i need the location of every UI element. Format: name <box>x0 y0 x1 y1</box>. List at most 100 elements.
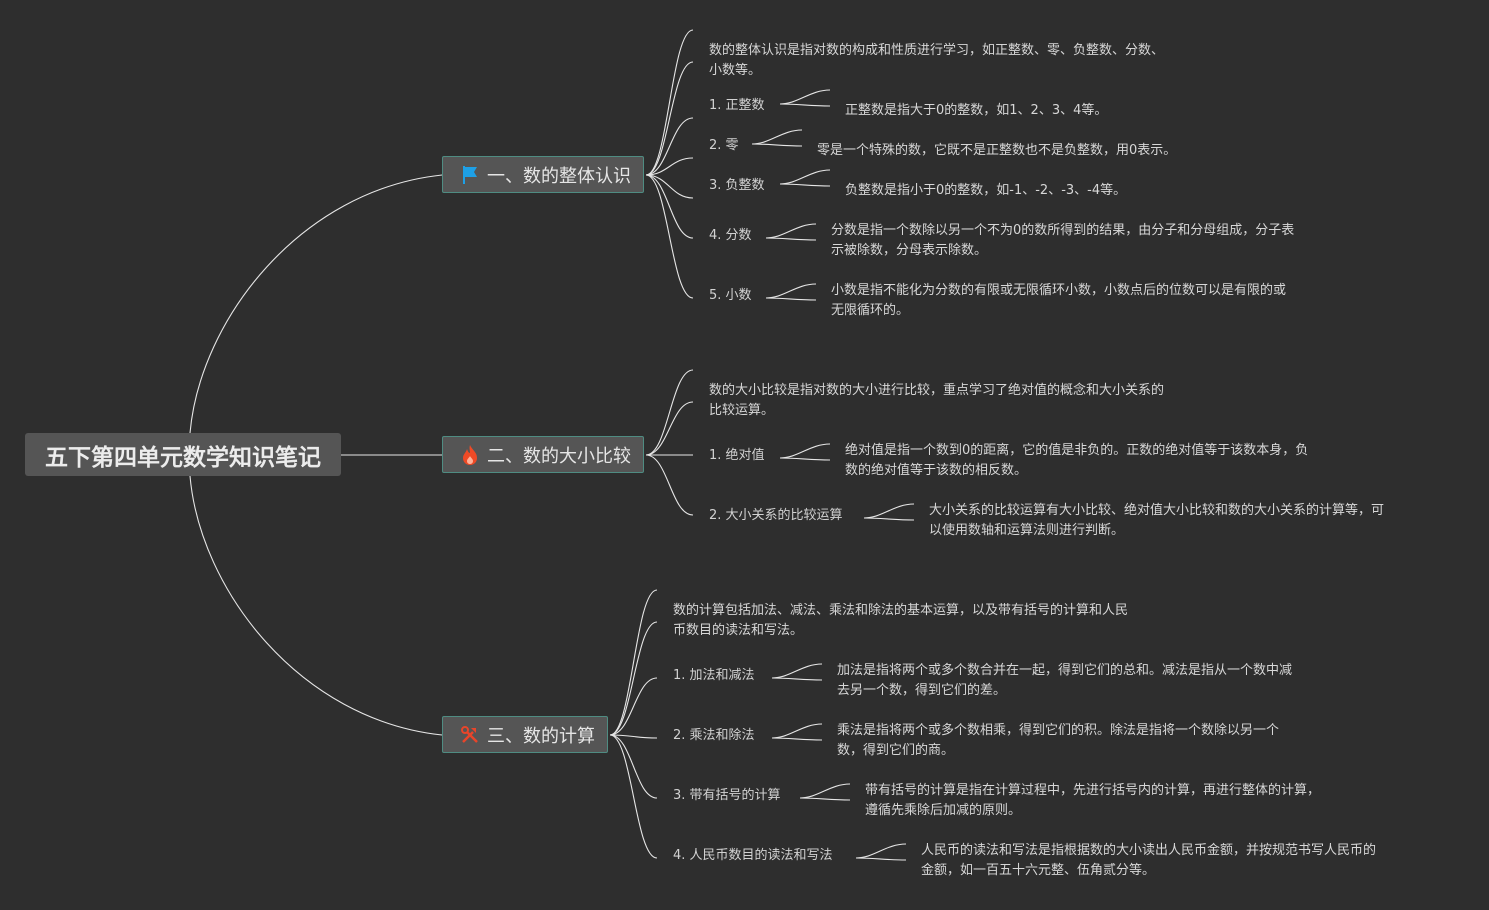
connector-b1-c3 <box>645 174 694 199</box>
connector-b2-intro <box>645 401 694 456</box>
subtopic-negative-integer[interactable]: 3. 负整数 <box>709 178 765 193</box>
subtopic-absolute-value[interactable]: 1. 绝对值 <box>709 448 765 463</box>
detail-line: 分数是指一个数除以另一个不为0的数所得到的结果，由分子和分母组成，分子表 <box>831 223 1295 238</box>
mini-b1-5-a <box>765 283 817 299</box>
mini-b3-4-b <box>855 857 907 861</box>
blue-flag-icon <box>459 164 481 186</box>
detail-line: 数的绝对值等于该数的相反数。 <box>845 463 1028 478</box>
connector-b3-c2 <box>609 734 658 739</box>
detail-line: 无限循环的。 <box>831 303 910 318</box>
subtopic-decimal[interactable]: 5. 小数 <box>709 288 752 303</box>
detail-line: 数，得到它们的商。 <box>837 743 955 758</box>
mini-b2-1-a <box>779 443 831 459</box>
detail-multiply-divide[interactable]: 乘法是指将两个或多个数相乘，得到它们的积。除法是指将一个数除以另一个 数，得到它… <box>837 721 1279 761</box>
mini-b1-2-b <box>751 143 803 147</box>
detail-line: 示被除数，分母表示除数。 <box>831 243 988 258</box>
branch-2-intro[interactable]: 数的大小比较是指对数的大小进行比较，重点学习了绝对值的概念和大小关系的 比较运算… <box>709 381 1164 421</box>
subtopic-multiply-divide[interactable]: 2. 乘法和除法 <box>673 728 755 743</box>
mini-b3-1-b <box>771 677 823 681</box>
root-topic[interactable]: 五下第四单元数学知识笔记 <box>25 433 341 476</box>
branch-topic-1[interactable]: 一、数的整体认识 <box>442 156 644 193</box>
detail-line: 绝对值是指一个数到0的距离，它的值是非负的。正数的绝对值等于该数本身，负 <box>845 443 1309 458</box>
branch-title-1: 一、数的整体认识 <box>487 165 631 187</box>
mini-b1-4-a <box>765 223 817 239</box>
connector-root-branch-1 <box>189 174 443 434</box>
connector-b1-c4 <box>645 174 694 239</box>
detail-parentheses[interactable]: 带有括号的计算是指在计算过程中，先进行括号内的计算，再进行整体的计算， 遵循先乘… <box>865 781 1320 821</box>
subtopic-comparison[interactable]: 2. 大小关系的比较运算 <box>709 508 843 523</box>
connector-b2-c2 <box>645 454 694 516</box>
detail-line: 大小关系的比较运算有大小比较、绝对值大小比较和数的大小关系的计算等，可 <box>929 503 1385 518</box>
subtopic-positive-integer[interactable]: 1. 正整数 <box>709 98 765 113</box>
mini-b1-3-b <box>779 183 831 187</box>
detail-line: 正整数是指大于0的整数，如1、2、3、4等。 <box>845 103 1108 118</box>
detail-add-subtract[interactable]: 加法是指将两个或多个数合并在一起，得到它们的总和。减法是指从一个数中减 去另一个… <box>837 661 1292 701</box>
branch-3-intro[interactable]: 数的计算包括加法、减法、乘法和除法的基本运算，以及带有括号的计算和人民 币数目的… <box>673 601 1128 641</box>
mini-b1-2-a <box>751 129 803 145</box>
detail-line: 以使用数轴和运算法则进行判断。 <box>929 523 1125 538</box>
subtopic-parentheses[interactable]: 3. 带有括号的计算 <box>673 788 781 803</box>
connector-b1-intro <box>645 61 694 176</box>
subtopic-fraction[interactable]: 4. 分数 <box>709 228 752 243</box>
mini-b1-5-b <box>765 297 817 301</box>
subtopic-rmb[interactable]: 4. 人民币数目的读法和写法 <box>673 848 833 863</box>
connector-b1-c2 <box>645 157 694 176</box>
mini-b3-3-a <box>799 783 851 799</box>
detail-line: 带有括号的计算是指在计算过程中，先进行括号内的计算，再进行整体的计算， <box>865 783 1321 798</box>
mini-b1-4-b <box>765 237 817 241</box>
mini-b3-4-a <box>855 843 907 859</box>
intro-line: 数的整体认识是指对数的构成和性质进行学习，如正整数、零、负整数、分数、 <box>709 43 1165 58</box>
connector-b1-c5 <box>645 174 694 299</box>
detail-zero[interactable]: 零是一个特殊的数，它既不是正整数也不是负整数，用0表示。 <box>817 141 1176 161</box>
connector-b2-intro-top <box>645 369 694 456</box>
mini-b2-1-b <box>779 457 831 461</box>
mini-b2-2-a <box>863 503 915 519</box>
detail-decimal[interactable]: 小数是指不能化为分数的有限或无限循环小数，小数点后的位数可以是有限的或 无限循环… <box>831 281 1286 321</box>
intro-line: 数的大小比较是指对数的大小进行比较，重点学习了绝对值的概念和大小关系的 <box>709 383 1165 398</box>
detail-comparison[interactable]: 大小关系的比较运算有大小比较、绝对值大小比较和数的大小关系的计算等，可 以使用数… <box>929 501 1384 541</box>
mini-b2-2-b <box>863 517 915 521</box>
detail-line: 乘法是指将两个或多个数相乘，得到它们的积。除法是指将一个数除以另一个 <box>837 723 1280 738</box>
intro-line: 数的计算包括加法、减法、乘法和除法的基本运算，以及带有括号的计算和人民 <box>673 603 1129 618</box>
mini-b1-1-a <box>779 89 831 105</box>
tools-icon <box>459 724 481 746</box>
branch-1-intro[interactable]: 数的整体认识是指对数的构成和性质进行学习，如正整数、零、负整数、分数、 小数等。 <box>709 41 1164 81</box>
mini-b3-2-a <box>771 723 823 739</box>
detail-absolute-value[interactable]: 绝对值是指一个数到0的距离，它的值是非负的。正数的绝对值等于该数本身，负 数的绝… <box>845 441 1308 481</box>
mini-b1-1-b <box>779 103 831 107</box>
detail-line: 金额，如一百五十六元整、伍角贰分等。 <box>921 863 1156 878</box>
subtopic-add-subtract[interactable]: 1. 加法和减法 <box>673 668 755 683</box>
detail-negative-integer[interactable]: 负整数是指小于0的整数，如-1、-2、-3、-4等。 <box>845 181 1126 201</box>
detail-line: 去另一个数，得到它们的差。 <box>837 683 1007 698</box>
mini-b3-1-a <box>771 663 823 679</box>
intro-line: 小数等。 <box>709 63 762 78</box>
detail-line: 人民币的读法和写法是指根据数的大小读出人民币金额，并按规范书写人民币的 <box>921 843 1377 858</box>
subtopic-zero[interactable]: 2. 零 <box>709 138 739 153</box>
mini-b3-2-b <box>771 737 823 741</box>
detail-rmb[interactable]: 人民币的读法和写法是指根据数的大小读出人民币金额，并按规范书写人民币的 金额，如… <box>921 841 1376 881</box>
detail-line: 小数是指不能化为分数的有限或无限循环小数，小数点后的位数可以是有限的或 <box>831 283 1287 298</box>
branch-topic-3[interactable]: 三、数的计算 <box>442 716 608 753</box>
connector-b1-c1 <box>645 117 694 176</box>
connector-b3-c4 <box>609 734 658 859</box>
detail-line: 零是一个特殊的数，它既不是正整数也不是负整数，用0表示。 <box>817 143 1177 158</box>
detail-line: 遵循先乘除后加减的原则。 <box>865 803 1022 818</box>
detail-fraction[interactable]: 分数是指一个数除以另一个不为0的数所得到的结果，由分子和分母组成，分子表 示被除… <box>831 221 1294 261</box>
connector-b3-c1 <box>609 677 658 736</box>
detail-line: 加法是指将两个或多个数合并在一起，得到它们的总和。减法是指从一个数中减 <box>837 663 1293 678</box>
branch-topic-2[interactable]: 二、数的大小比较 <box>442 436 644 473</box>
mini-b1-3-a <box>779 169 831 185</box>
detail-line: 负整数是指小于0的整数，如-1、-2、-3、-4等。 <box>845 183 1127 198</box>
branch-title-3: 三、数的计算 <box>487 725 595 747</box>
mini-b3-3-b <box>799 797 851 801</box>
connector-b3-intro-top <box>609 589 658 736</box>
detail-positive-integer[interactable]: 正整数是指大于0的整数，如1、2、3、4等。 <box>845 101 1107 121</box>
connector-b3-c3 <box>609 734 658 799</box>
connector-b3-intro <box>609 621 658 736</box>
intro-line: 比较运算。 <box>709 403 775 418</box>
root-title: 五下第四单元数学知识笔记 <box>45 444 321 471</box>
branch-title-2: 二、数的大小比较 <box>487 445 631 467</box>
intro-line: 币数目的读法和写法。 <box>673 623 804 638</box>
